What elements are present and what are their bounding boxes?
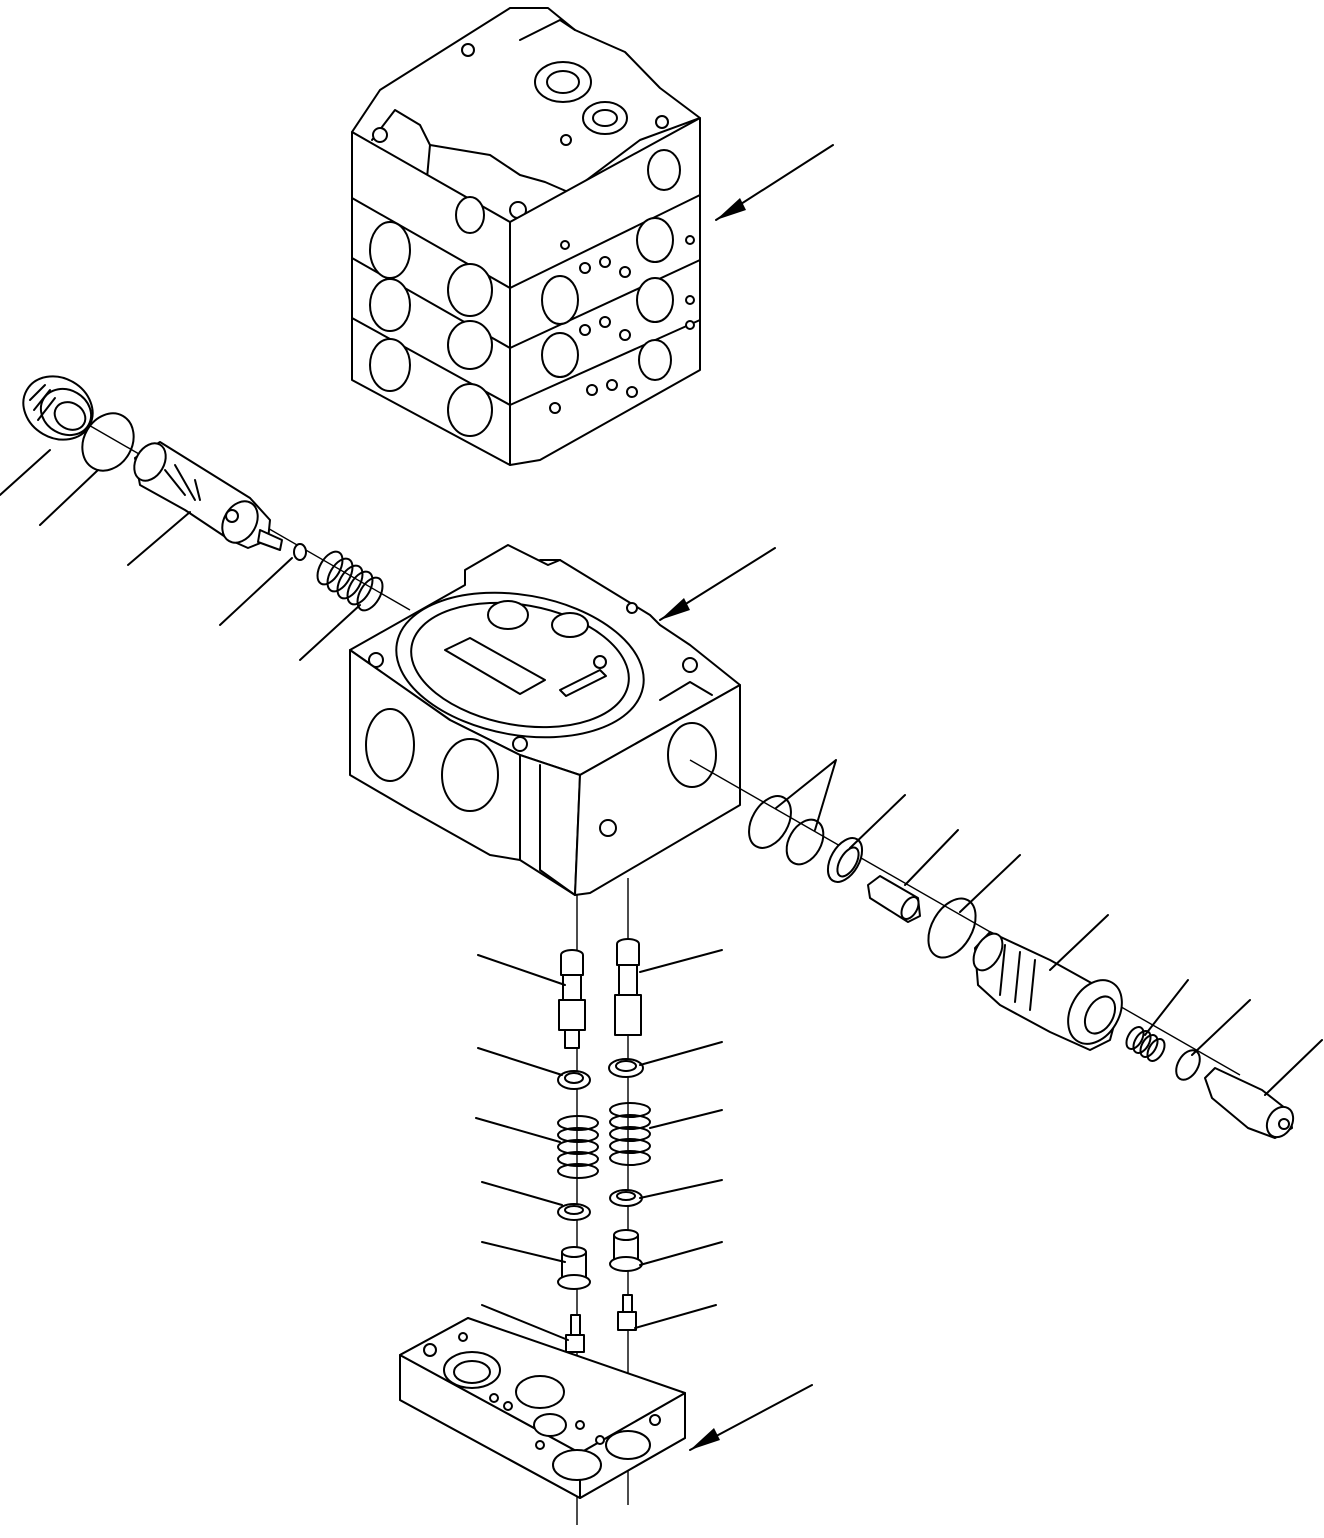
leader-o-ring — [960, 855, 1020, 912]
leader-o-rings — [776, 760, 836, 830]
backup-ring-icon — [821, 832, 869, 888]
valve-section-block-icon — [350, 545, 740, 895]
sleeve-icon — [558, 1247, 590, 1289]
leader-spring — [476, 1118, 560, 1142]
leader-valve — [640, 950, 722, 972]
spring-icon — [1123, 1024, 1168, 1064]
retainer-icon — [294, 544, 306, 560]
leader-sleeve — [482, 1242, 565, 1262]
valve-block-stack-icon — [352, 8, 700, 465]
axis-right — [690, 760, 1240, 1075]
leader-seat — [482, 1182, 562, 1205]
valve-icon — [615, 939, 641, 1035]
arrowhead — [690, 1428, 720, 1450]
o-ring-icon — [919, 890, 986, 965]
valve-icon — [559, 950, 585, 1048]
leader-seat — [640, 1180, 722, 1198]
pin-icon — [566, 1315, 584, 1352]
leader-poppet — [905, 830, 958, 885]
leader-o-ring — [40, 470, 98, 525]
arrowhead — [660, 598, 690, 620]
leader-o-ring — [1192, 1000, 1250, 1055]
spring-icon — [312, 547, 387, 614]
seat-icon — [558, 1204, 590, 1220]
plug-icon — [12, 364, 104, 452]
cover-plate-icon — [400, 1318, 685, 1498]
leader-sleeve — [640, 1242, 722, 1265]
leader-pin — [635, 1305, 716, 1328]
adjust-screw-icon — [1205, 1068, 1298, 1142]
spool-icon — [128, 438, 282, 550]
spring-icon — [558, 1116, 598, 1178]
leader-seat — [640, 1042, 722, 1065]
o-ring-icon — [779, 813, 831, 871]
pin-icon — [618, 1295, 636, 1330]
leader-spool — [128, 512, 190, 565]
leader-backup-ring — [850, 795, 905, 848]
sleeve-icon — [610, 1230, 642, 1271]
spring-icon — [610, 1103, 650, 1165]
poppet-icon — [868, 876, 922, 922]
leader-valve — [478, 955, 565, 985]
seat-icon — [558, 1071, 590, 1089]
leader-retainer — [220, 558, 292, 625]
leader-plug — [0, 450, 50, 495]
leader-spring — [1145, 980, 1188, 1035]
leader-seat — [478, 1048, 562, 1075]
seat-icon — [609, 1059, 643, 1077]
o-ring-icon — [740, 789, 799, 855]
seat-icon — [610, 1190, 642, 1206]
arrowhead — [716, 198, 746, 220]
leader-adjust-screw — [1265, 1040, 1322, 1095]
o-ring-icon — [72, 404, 144, 480]
leader-pin — [482, 1305, 568, 1340]
relief-valve-body-icon — [968, 929, 1133, 1054]
leader-valve-body — [1050, 915, 1108, 970]
leader-spring — [650, 1110, 722, 1128]
leader-spring — [300, 605, 360, 660]
